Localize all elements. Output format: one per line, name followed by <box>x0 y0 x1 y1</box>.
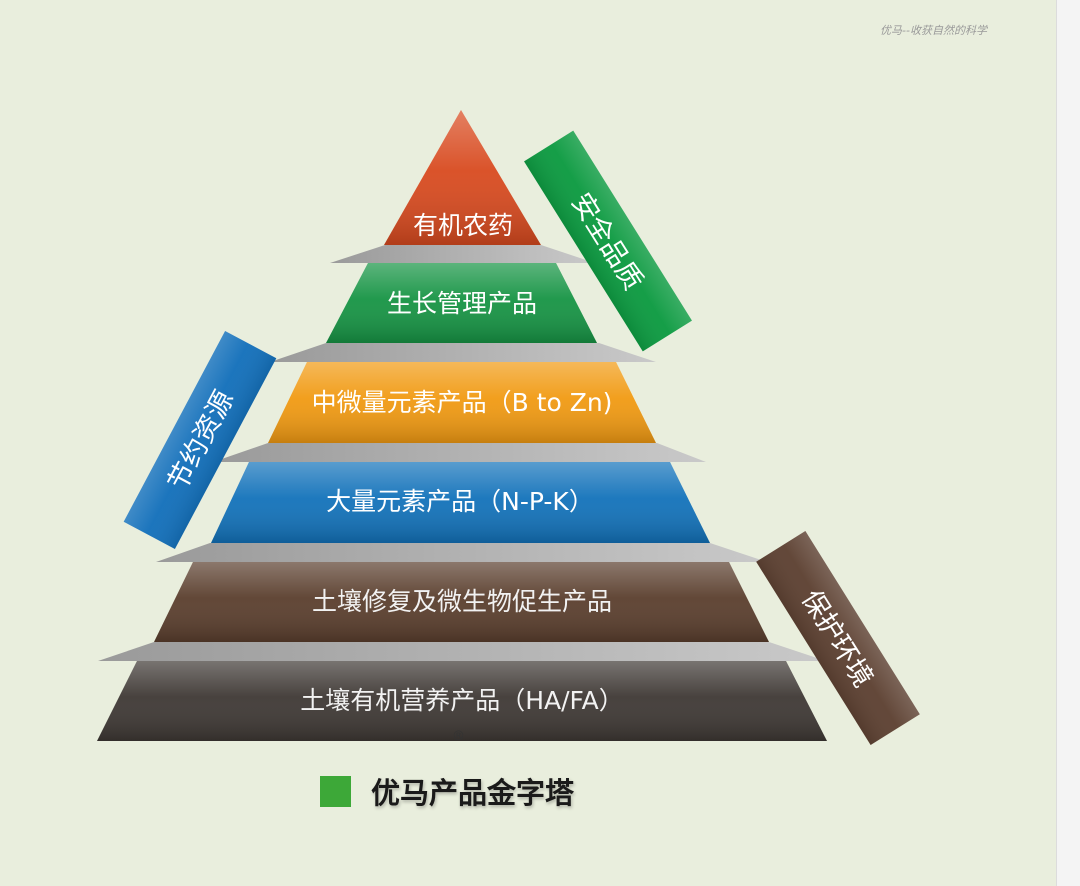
tier-shine <box>384 110 541 245</box>
watermark: 优马--收获自然的科学 <box>880 24 987 37</box>
tier-macro-elements: 大量元素产品（N-P-K） <box>211 462 710 543</box>
legend-swatch <box>320 775 351 807</box>
side-banner-shine <box>756 531 920 745</box>
side-banner-shine <box>524 130 692 352</box>
tier-shine <box>154 562 769 642</box>
pyramid-diagram: 有机农药 生长管理产品 中微量元素产品（B to Zn) 大量元素产品（N-P-… <box>97 110 920 745</box>
tier-label: 土壤修复及微生物促生产品 <box>312 587 612 616</box>
gap-band-1 <box>330 245 595 263</box>
tier-label: 土壤有机营养产品（HA/FA） <box>300 686 624 715</box>
legend-caption: 优马产品金字塔 <box>320 770 574 812</box>
tier-label: 大量元素产品（N-P-K） <box>326 487 594 516</box>
tier-label: 有机农药 <box>413 211 513 240</box>
gap-band-3 <box>213 443 706 462</box>
registered-mark: ® <box>452 729 465 744</box>
tier-shine <box>211 462 710 543</box>
pyramid-canvas: 优马--收获自然的科学 有机农药 <box>0 0 1056 886</box>
side-banner-shine <box>123 331 277 549</box>
caption-title: 优马产品金字塔 <box>371 776 575 810</box>
gap-band-5 <box>98 642 826 661</box>
tier-shine <box>326 263 597 343</box>
tier-growth-management: 生长管理产品 <box>326 263 597 343</box>
tier-soil-organic-nutrition: 土壤有机营养产品（HA/FA） <box>97 661 827 741</box>
tier-organic-pesticide: 有机农药 <box>384 110 541 245</box>
tier-micro-elements: 中微量元素产品（B to Zn) <box>268 362 656 443</box>
tier-soil-remediation: 土壤修复及微生物促生产品 <box>154 562 769 642</box>
gap-band-2 <box>270 343 656 362</box>
vertical-scrollbar[interactable] <box>1056 0 1080 886</box>
gap-band-4 <box>156 543 767 562</box>
tier-shine <box>268 362 656 443</box>
tier-label: 生长管理产品 <box>387 289 537 318</box>
tier-shine <box>97 661 827 741</box>
tier-label: 中微量元素产品（B to Zn) <box>312 388 613 417</box>
